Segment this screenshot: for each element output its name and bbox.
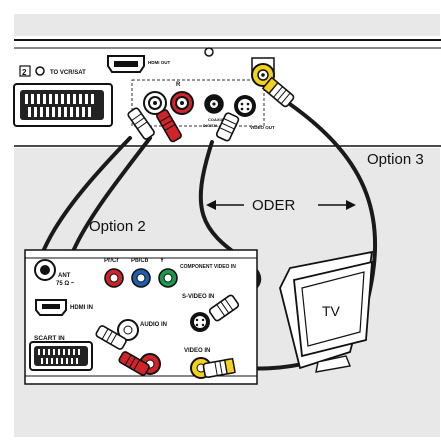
svideo-plug-top [215, 112, 240, 142]
coaxial-label: COAXIAL [208, 117, 227, 122]
svideo-plug-tv [208, 294, 240, 322]
scart-in-label: SCART IN [34, 335, 65, 342]
red-audio-plug [156, 109, 182, 143]
tv-label: TV [322, 303, 341, 319]
tv-scart-connector [29, 341, 93, 371]
port-indicator-icon [35, 66, 45, 76]
tv-svideo-jack [190, 312, 210, 332]
number-box [19, 65, 31, 77]
player-hdmi-port: HDMI OUT [107, 55, 170, 73]
option-2-label: Option 2 [89, 218, 146, 235]
yellow-video-plug-top [261, 76, 295, 108]
player-scart-connector [13, 83, 113, 127]
player-audio-jack-r [170, 91, 194, 115]
oder-label: ODER [252, 197, 296, 214]
video-in-label: VIDEO IN [184, 348, 210, 354]
pb-cb-label: Pb/Cb [131, 258, 149, 264]
right-arrowhead-icon [346, 200, 356, 210]
component-video-in-label: COMPONENT VIDEO IN [180, 264, 236, 270]
player-coaxial-jack [204, 94, 224, 114]
tv-component-pr-jack [104, 268, 124, 288]
hdmi-in-label: HDMI IN [70, 305, 93, 311]
tv-audio-jack-l [117, 319, 139, 341]
number-label: 2 [22, 68, 27, 77]
to-vcr-sat-label: TO VCR/SAT [50, 70, 86, 76]
hdmi-out-label: HDMI OUT [148, 60, 170, 65]
player-svideo-jack [234, 95, 256, 117]
white-audio-plug [127, 107, 155, 140]
screw-icon [204, 47, 214, 57]
ant-label: ANT [58, 273, 71, 279]
r-label: R [176, 82, 181, 88]
player-back-panel: 2 TO VCR/SAT HDMI OUT [13, 36, 441, 148]
tv-component-pb-jack [131, 268, 151, 288]
digital-out-label: DIGITAL OUT [203, 123, 229, 128]
player-video-jack [251, 57, 275, 87]
video-out-label: VIDEO OUT [250, 125, 275, 130]
option-3-label: Option 3 [367, 151, 424, 168]
tv-hdmi-port [35, 299, 67, 316]
tv-side-plugs [95, 294, 240, 378]
left-arrowhead-icon [206, 200, 216, 210]
pr-cr-label: Pr/Cr [104, 258, 119, 264]
player-audio-jack-l [143, 91, 167, 115]
s-video-in-label: S-VIDEO IN [182, 294, 214, 300]
yellow-video-plug-tv [202, 357, 236, 378]
tv-antenna-jack [34, 259, 56, 281]
red-audio-plug-tv [118, 351, 150, 376]
audio-in-label: AUDIO IN [140, 322, 167, 328]
player-side-plugs [127, 76, 295, 143]
ohm-label: 75 Ω ~ [56, 281, 75, 287]
output-group-box [131, 79, 265, 127]
tv-component-y-jack [158, 268, 178, 288]
tv-icon: TV [279, 250, 374, 373]
oder-arrow-group: ODER [206, 197, 356, 214]
white-audio-plug-tv [95, 325, 127, 350]
y-label: Y [160, 258, 164, 264]
